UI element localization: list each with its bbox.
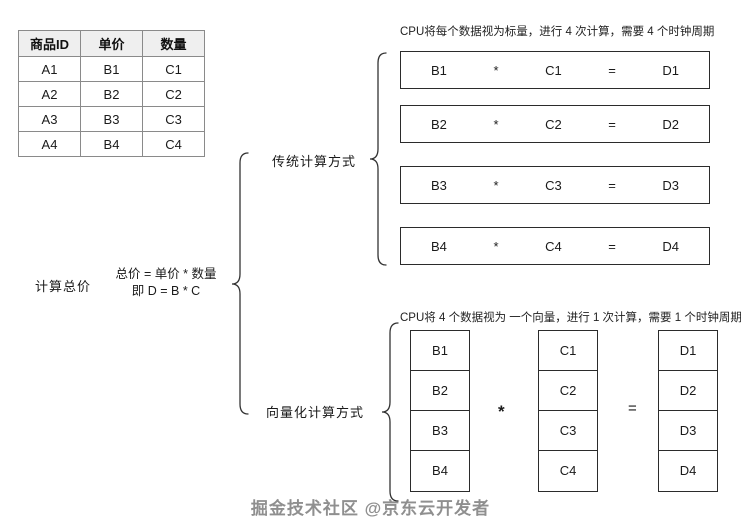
table-cell: A2 — [18, 81, 81, 107]
table-header-quantity: 数量 — [142, 30, 205, 57]
vector-column-b: B1 B2 B3 B4 — [410, 330, 470, 492]
operand-c: C2 — [545, 116, 562, 132]
table-cell: B4 — [80, 131, 143, 157]
table-cell: A1 — [18, 56, 81, 82]
table-cell: A3 — [18, 106, 81, 132]
task-label: 计算总价 — [35, 279, 92, 294]
vector-cell: B3 — [411, 411, 469, 451]
vector-cell: C1 — [539, 331, 597, 371]
watermark-text: 掘金技术社区 @京东云开发者 — [250, 499, 491, 518]
result-d: D4 — [662, 238, 679, 254]
vector-cell: B1 — [411, 331, 469, 371]
operand-b: B1 — [431, 62, 447, 78]
operand-b: B4 — [431, 238, 447, 254]
result-d: D3 — [662, 177, 679, 193]
table-row: A1 B1 C1 — [18, 56, 205, 82]
vector-cell: C2 — [539, 371, 597, 411]
product-data-table: 商品ID 单价 数量 A1 B1 C1 A2 B2 C2 A3 B3 C3 — [18, 30, 205, 157]
vector-cell: D4 — [679, 463, 697, 478]
vector-cell: D2 — [659, 371, 717, 411]
table-header-row: 商品ID 单价 数量 — [18, 30, 205, 57]
formula-block: 总价 = 单价 * 数量 即 D = B * C — [106, 266, 226, 300]
scalar-operation-box: B1 * C1 = D1 — [400, 51, 710, 89]
table-cell: C1 — [142, 56, 205, 82]
result-d: D2 — [662, 116, 679, 132]
table-cell: C4 — [142, 131, 205, 157]
operand-c: C1 — [545, 62, 562, 78]
table-header-unit-price: 单价 — [80, 30, 143, 57]
table-cell: A4 — [18, 131, 81, 157]
operand-c: C4 — [545, 238, 562, 254]
multiply-operator: * — [493, 238, 499, 254]
table-row: A4 B4 C4 — [18, 131, 205, 157]
table-row: A2 B2 C2 — [18, 81, 205, 107]
table-cell: C3 — [142, 106, 205, 132]
table-row: A3 B3 C3 — [18, 106, 205, 132]
equals-operator: = — [608, 62, 616, 78]
equals-operator: = — [608, 116, 616, 132]
table-header-product-id: 商品ID — [18, 30, 81, 57]
operand-b: B2 — [431, 116, 447, 132]
operand-c: C3 — [545, 177, 562, 193]
formula-line-1: 总价 = 单价 * 数量 — [115, 267, 217, 281]
vector-cell: D1 — [659, 331, 717, 371]
branch-label-traditional: 传统计算方式 — [272, 154, 357, 169]
table-cell: B1 — [80, 56, 143, 82]
main-curly-brace — [232, 152, 249, 415]
vector-column-c: C1 C2 C3 C4 — [538, 330, 598, 492]
table-cell: C2 — [142, 81, 205, 107]
vector-cell: B2 — [411, 371, 469, 411]
table-cell: B3 — [80, 106, 143, 132]
scalar-operation-box: B3 * C3 = D3 — [400, 166, 710, 204]
branch-label-vectorized: 向量化计算方式 — [266, 405, 365, 420]
traditional-note: CPU将每个数据视为标量，进行 4 次计算，需要 4 个时钟周期 — [400, 26, 715, 38]
traditional-curly-brace — [370, 52, 387, 266]
scalar-operation-box: B4 * C4 = D4 — [400, 227, 710, 265]
vectorized-curly-brace — [382, 322, 399, 502]
multiply-operator: * — [493, 116, 499, 132]
multiply-operator: * — [493, 62, 499, 78]
operand-b: B3 — [431, 177, 447, 193]
vector-cell: B4 — [432, 463, 448, 478]
equals-operator: = — [608, 238, 616, 254]
multiply-operator: * — [493, 177, 499, 193]
table-cell: B2 — [80, 81, 143, 107]
result-d: D1 — [662, 62, 679, 78]
vector-cell: D3 — [659, 411, 717, 451]
vector-cell: C4 — [559, 463, 577, 478]
vector-equals-operator: = — [628, 400, 637, 417]
scalar-operation-box: B2 * C2 = D2 — [400, 105, 710, 143]
equals-operator: = — [608, 177, 616, 193]
vector-cell: C3 — [539, 411, 597, 451]
vector-multiply-operator: * — [498, 402, 505, 421]
formula-line-2: 即 D = B * C — [131, 284, 201, 298]
vectorized-note: CPU将 4 个数据视为 一个向量，进行 1 次计算，需要 1 个时钟周期 — [400, 312, 741, 324]
vector-column-d: D1 D2 D3 D4 — [658, 330, 718, 492]
